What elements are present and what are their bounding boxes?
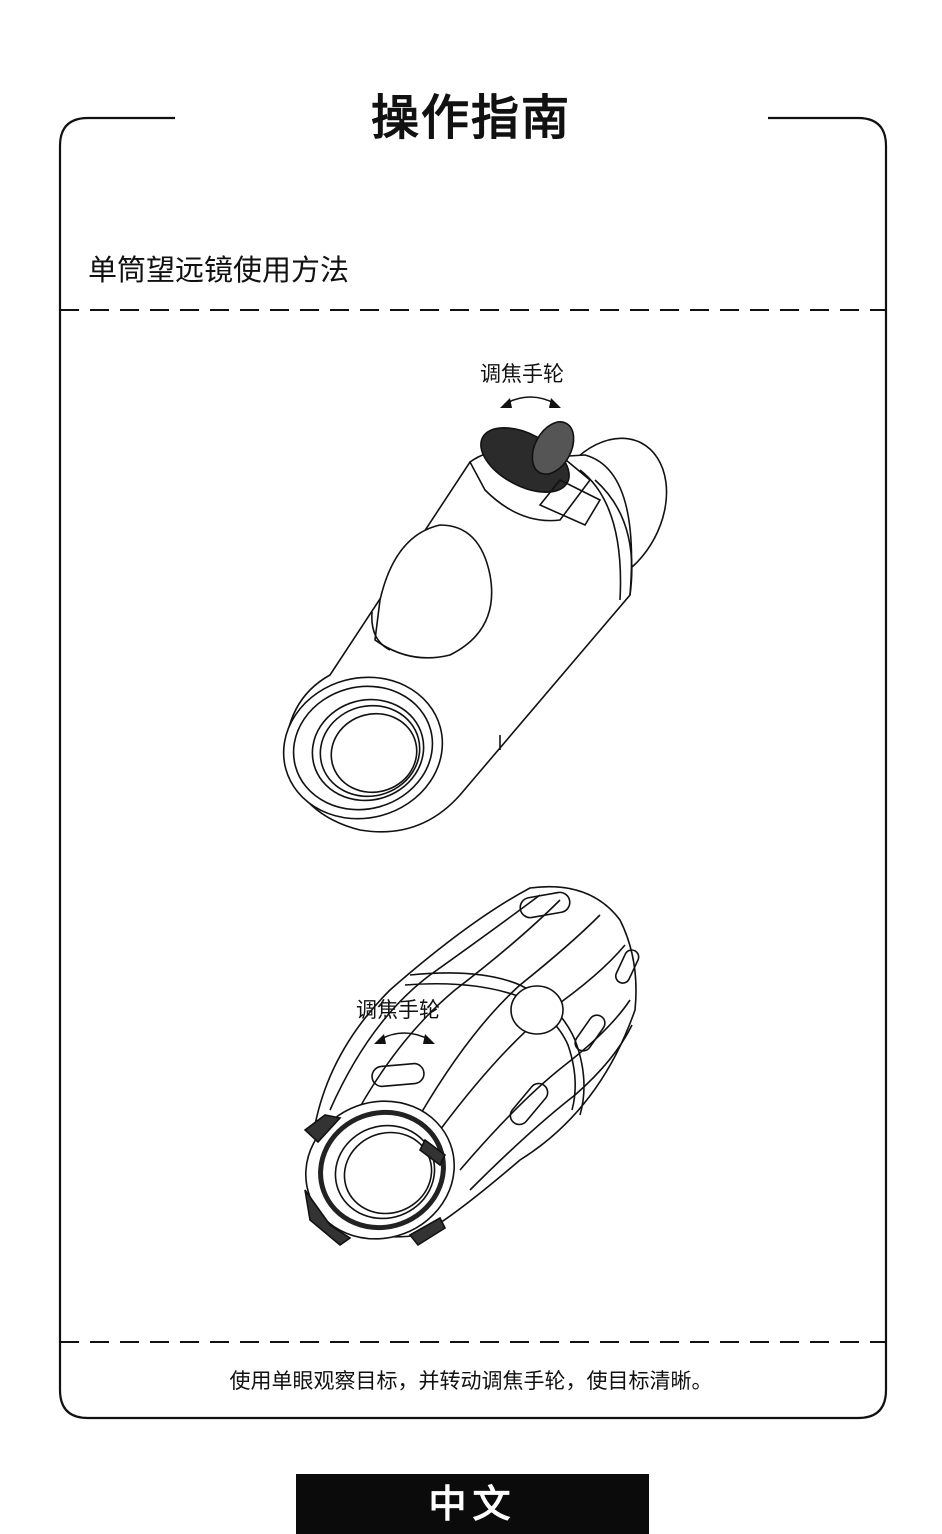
caged-telescope-illustration — [303, 885, 640, 1247]
page-title: 操作指南 — [370, 90, 571, 146]
section-title: 单筒望远镜使用方法 — [88, 253, 350, 287]
curved-double-arrow-icon — [500, 396, 561, 408]
callout-focus-wheel-top: 调焦手轮 — [480, 362, 564, 386]
callout-focus-wheel-bottom: 调焦手轮 — [356, 998, 440, 1022]
monocular-illustration — [282, 421, 668, 833]
outer-frame — [58, 116, 888, 1420]
language-badge: 中文 — [296, 1474, 649, 1534]
curved-double-arrow-icon — [374, 1032, 435, 1044]
instruction-caption: 使用单眼观察目标，并转动调焦手轮，使目标清晰。 — [229, 1369, 713, 1393]
